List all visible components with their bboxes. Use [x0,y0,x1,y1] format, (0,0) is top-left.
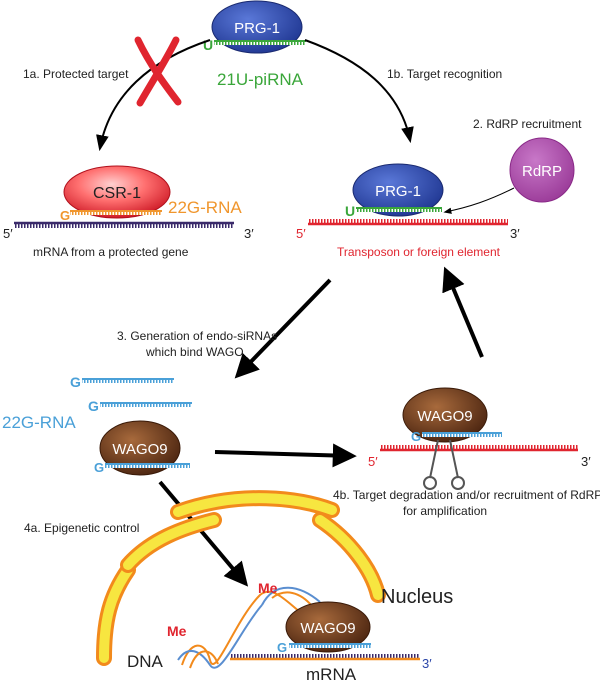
scissors-icon [423,439,465,490]
g-letter-sirna-2: G [88,398,99,414]
csr1-complex: CSR-1 G 22G-RNA 5′ 3′ mRNA from a protec… [3,165,254,259]
nucleus-label: Nucleus [381,586,453,608]
sirna-strand-nucleus [289,643,371,648]
csr1-label: CSR-1 [93,185,141,202]
prg1-transposon-complex: PRG-1 U 5′ 3′ Transposon or foreign elem… [296,163,520,259]
u-letter-top: U [203,37,213,53]
three-prime-right: 3′ [510,226,520,241]
sirna-strand-wago-middle [105,463,190,468]
wago9-label-nucleus: WAGO9 [300,620,355,637]
five-prime-left: 5′ [3,226,13,241]
protected-mrna-caption: mRNA from a protected gene [33,245,189,259]
step-4b-line2: for amplification [403,504,487,518]
wago9-protein-right [402,387,488,443]
arrow-to-degradation [214,443,357,468]
csr1-protein [63,165,171,219]
transposon-caption: Transposon or foreign element [337,245,501,259]
wago9-label-middle: WAGO9 [112,441,167,458]
dna-label: DNA [127,652,164,671]
rdrp-enzyme: RdRP [509,137,575,203]
arrow-to-nucleus [158,480,249,587]
five-prime-right: 5′ [296,226,306,241]
target-strand-degradation [380,445,578,451]
rdrp-arrow [443,187,515,214]
nuclear-envelope [96,490,386,666]
step-4b-line1: 4b. Target degradation and/or recruitmen… [333,488,600,502]
pirna-strand-top [214,40,306,45]
g-letter-nucleus: G [277,640,287,655]
wago9-protein-nucleus [285,601,371,653]
g-letter-left: G [60,208,70,223]
dna-helix [177,586,321,669]
g-letter-sirna-1: G [70,374,81,390]
step-3-line1: 3. Generation of endo-siRNAs [117,329,277,343]
g-letter-wago-middle: G [94,460,104,475]
sirna-strand-1 [82,378,174,383]
degradation-complex: WAGO9 G 5′ 3′ 4b. Target degradation and… [333,387,600,518]
pirna-label: 21U-piRNA [217,70,304,89]
five-prime-degradation: 5′ [368,454,378,469]
arrow-to-csr1 [96,39,211,152]
arrow-back-to-transposon [442,266,484,358]
me-mark-histone: Me [258,580,278,596]
step-2-label: 2. RdRP recruitment [473,117,582,131]
three-prime-left: 3′ [244,226,254,241]
me-mark-dna: Me [167,623,187,639]
endo-sirna-group: G G 22G-RNA [2,374,192,432]
22g-rna-label-left: 22G-RNA [168,198,242,217]
prg1-label-top: PRG-1 [234,20,280,37]
sirna-strand-degradation [422,432,502,437]
mrna-label: mRNA [306,665,357,684]
wago9-nucleus-complex: WAGO9 G 3′ mRNA [230,601,432,684]
arrow-to-sirna [234,278,332,379]
prg1-protein-right [352,163,444,217]
u-letter-right: U [345,203,355,219]
nascent-mrna-strand [230,654,420,660]
top-prg1-complex: PRG-1 U 21U-piRNA [203,0,306,89]
wago9-middle-complex: WAGO9 G [94,420,190,476]
wago9-protein-middle [99,420,181,476]
blocked-x-icon [134,36,182,107]
rdrp-label: RdRP [522,163,562,180]
wago9-label-right: WAGO9 [417,408,472,425]
prg1-label-right: PRG-1 [375,183,421,200]
transposon-strand [308,219,508,225]
step-3-line2: which bind WAGO [145,345,244,359]
step-1a-label: 1a. Protected target [23,67,129,81]
three-prime-nucleus: 3′ [422,656,432,671]
step-4a-label: 4a. Epigenetic control [24,521,139,535]
arrow-to-prg1 [304,39,414,144]
protected-mrna-strand [14,222,234,228]
g-letter-degradation: G [411,429,421,444]
22g-rna-strand-left [70,210,162,215]
sirna-strand-2 [100,402,192,407]
22g-rna-label-middle: 22G-RNA [2,413,76,432]
three-prime-degradation: 3′ [581,454,591,469]
pirna-strand-right [356,207,442,212]
step-1b-label: 1b. Target recognition [387,67,502,81]
